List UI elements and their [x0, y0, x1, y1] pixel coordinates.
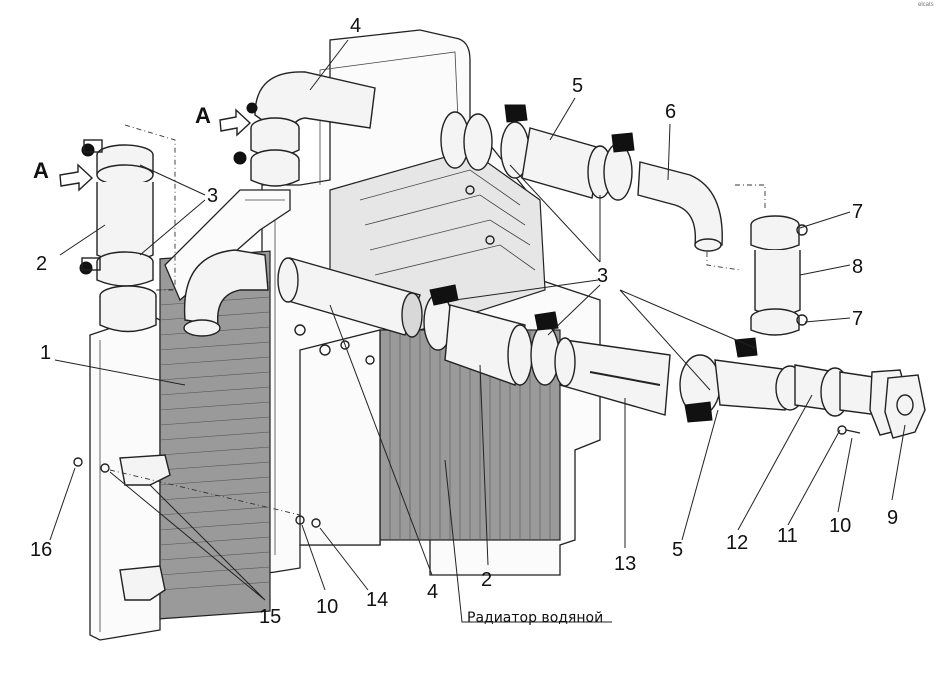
- pipe-13: [554, 337, 671, 416]
- callout-6: 6: [665, 101, 677, 123]
- view-label-a-left: A: [33, 158, 49, 183]
- callout-2-bottom: 2: [481, 569, 493, 591]
- callout-5-top: 5: [572, 75, 584, 97]
- callout-12: 12: [726, 532, 749, 554]
- right-pipe-chain: [679, 337, 926, 439]
- callout-3-left: 3: [207, 185, 219, 207]
- callout-13: 13: [614, 553, 637, 575]
- leader-lines: [49, 39, 906, 623]
- callout-1: 1: [40, 342, 52, 364]
- callout-7-bottom: 7: [852, 308, 864, 330]
- callout-2-left: 2: [36, 253, 48, 275]
- callout-4-top: 4: [350, 15, 362, 37]
- callout-4-bottom: 4: [427, 581, 439, 603]
- callout-7-top: 7: [852, 201, 864, 223]
- callout-11: 11: [777, 525, 798, 547]
- callout-10-low: 10: [316, 596, 339, 618]
- callout-10-right: 10: [829, 515, 852, 537]
- callout-14: 14: [366, 589, 389, 611]
- view-label-a-top: A: [195, 103, 211, 128]
- upper-pipe-5-and-bend-6: [440, 104, 723, 252]
- water-radiator-caption: Радиатор водяной: [467, 610, 604, 626]
- callout-5-bottom: 5: [672, 539, 684, 561]
- fasteners-10-14: [73, 457, 321, 528]
- middle-pipe-4: [277, 257, 423, 338]
- callout-15: 15: [259, 606, 282, 628]
- upper-pipe-4: [233, 71, 376, 187]
- callout-8: 8: [852, 256, 864, 278]
- watermark: elcats: [918, 2, 934, 8]
- lower-left-bend-pipe: [183, 249, 269, 337]
- charge-air-cooler-1: [89, 189, 301, 641]
- left-hose-assembly: [79, 124, 176, 333]
- callout-16: 16: [30, 539, 53, 561]
- right-hose-8: [706, 184, 808, 336]
- view-arrows: [59, 108, 252, 192]
- callout-9: 9: [887, 507, 899, 529]
- callout-3-mid: 3: [597, 265, 609, 287]
- middle-hose-2: [423, 284, 560, 386]
